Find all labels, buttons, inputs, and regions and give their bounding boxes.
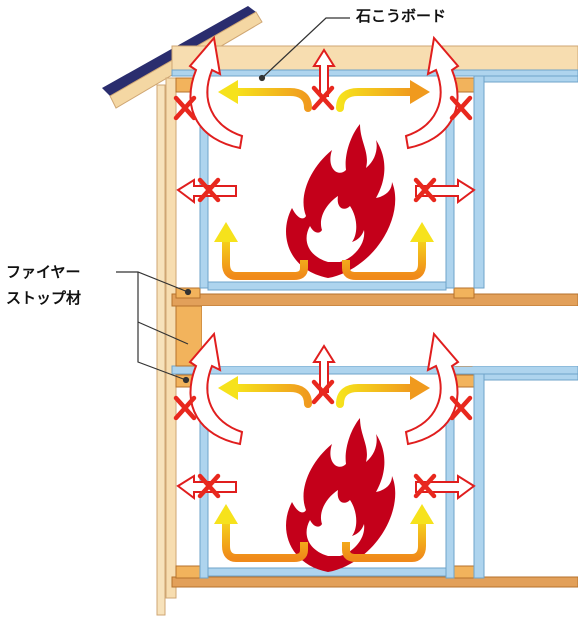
spread-arrows-top-lower [218,376,430,408]
x-marks-lower [173,379,473,499]
x-marks-upper [173,85,473,203]
label-fire-stop-line2: ストップ材 [6,289,82,307]
curved-escape-arrows-upper [188,35,460,150]
flame-icon-lower [286,418,396,572]
top-beam [171,45,578,77]
right-wall [483,75,578,381]
spread-arrows-bottom-lower [214,504,434,562]
flame-icon-upper [286,124,396,278]
upper-storey [173,35,476,280]
leader-lines [116,17,350,384]
spread-arrows-bottom-upper [214,222,434,280]
curved-escape-arrows-lower [188,331,460,446]
lower-storey [173,331,476,572]
label-gypsum-board: 石こうボード [356,7,447,25]
inter-floor-structure [175,305,578,367]
label-fire-stop-line1: ファイヤー [6,263,81,281]
spread-arrows-top-upper [218,80,430,112]
exterior-wall [156,77,177,616]
